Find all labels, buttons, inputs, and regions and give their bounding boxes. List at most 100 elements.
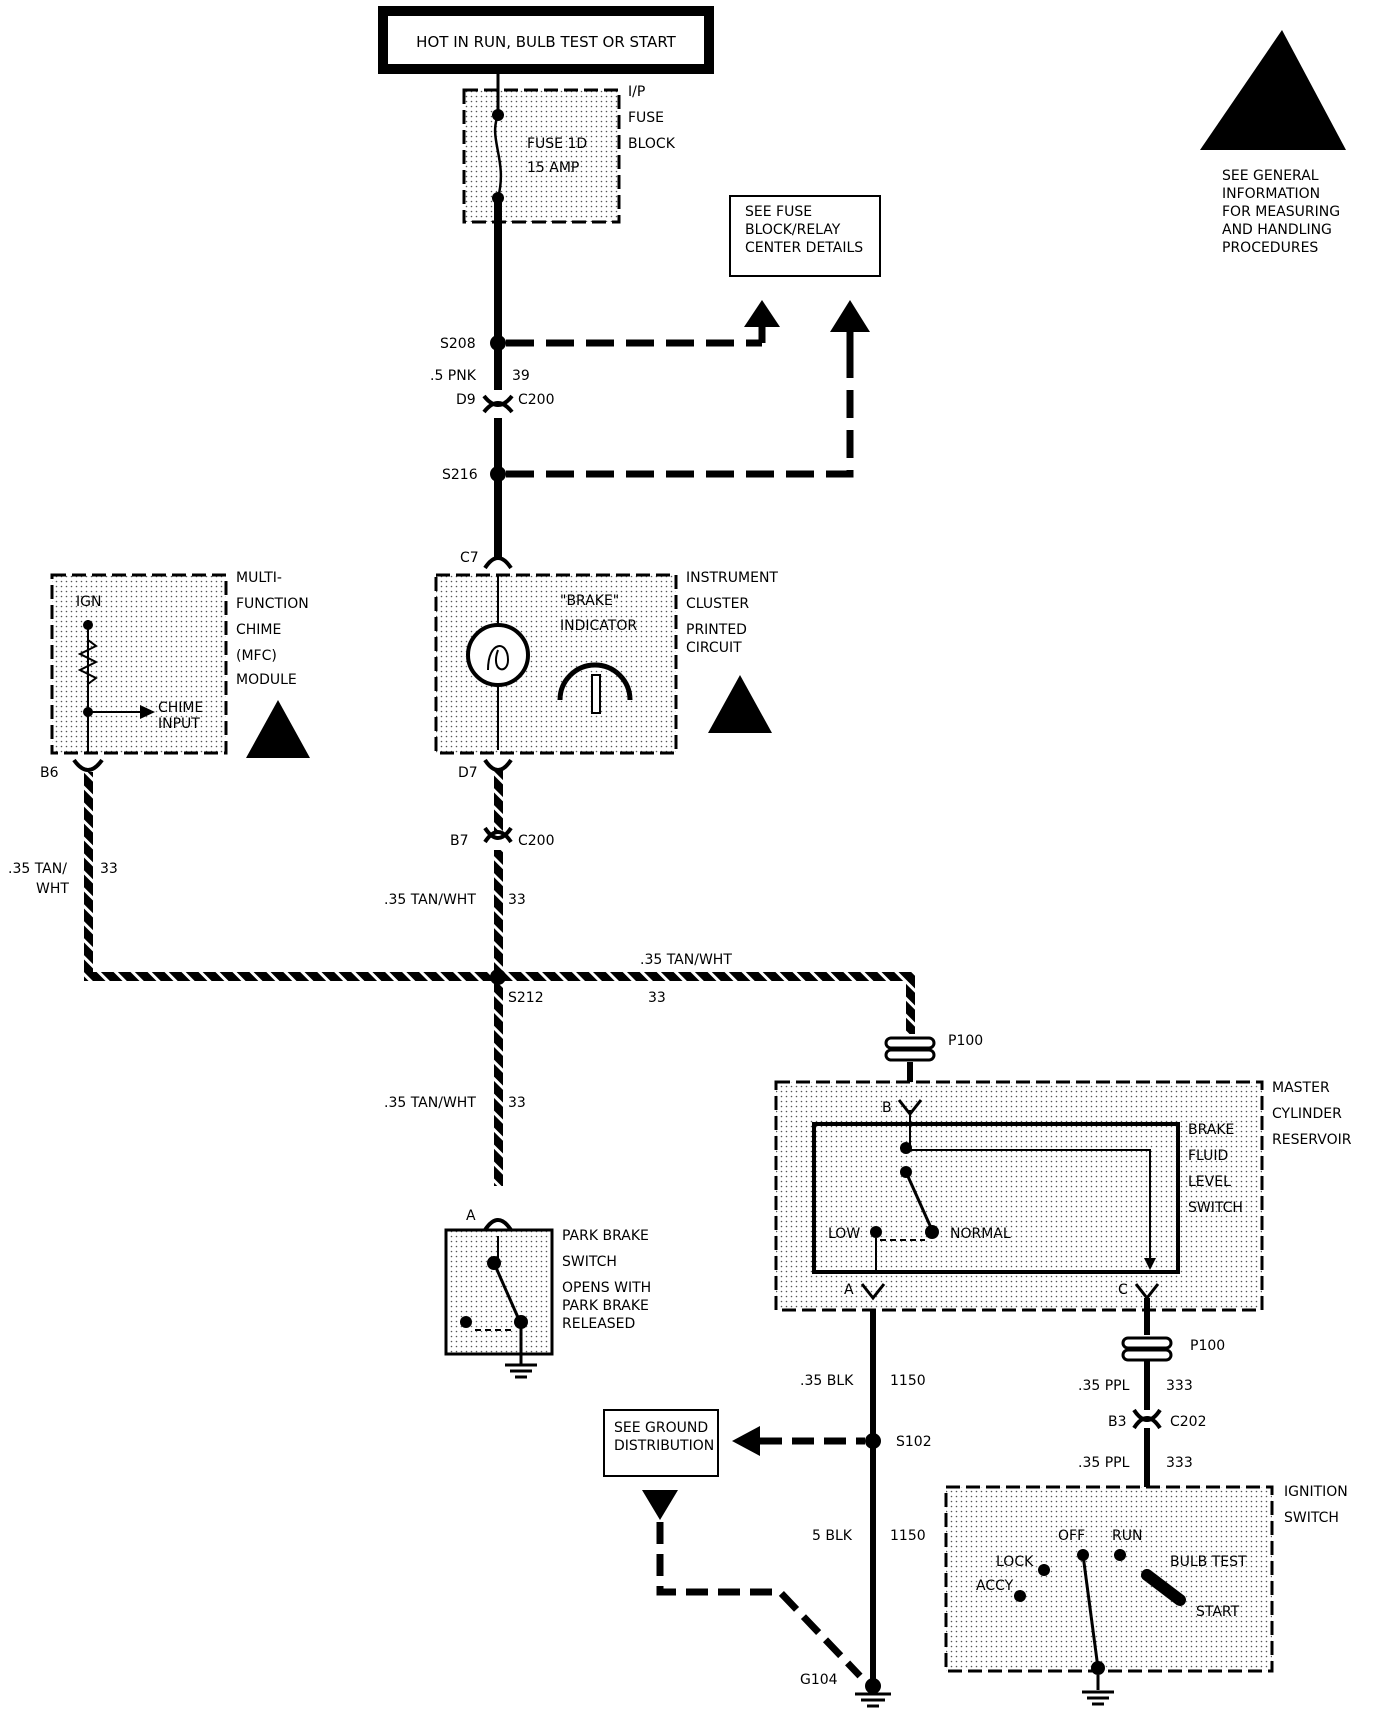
- splice-s208: [490, 335, 506, 351]
- conn-p100-bottom: [1121, 1336, 1173, 1350]
- arrow-up-icon: [744, 300, 780, 327]
- fuse-block-label-2: FUSE: [628, 110, 664, 126]
- svg-text:.35 PPL: .35 PPL: [1078, 1378, 1130, 1394]
- svg-text:(MFC): (MFC): [236, 648, 277, 664]
- svg-text:FUNCTION: FUNCTION: [236, 596, 309, 612]
- svg-text:5 BLK: 5 BLK: [812, 1528, 853, 1544]
- s216-label: S216: [442, 467, 478, 483]
- wire-tanwht-p100: [906, 972, 915, 1034]
- fuse-block: FUSE 1D 15 AMP I/P FUSE BLOCK: [462, 74, 676, 224]
- svg-text:PARK BRAKE: PARK BRAKE: [562, 1228, 649, 1244]
- svg-text:IGN: IGN: [76, 594, 101, 610]
- svg-text:RESERVOIR: RESERVOIR: [1272, 1132, 1352, 1148]
- ignition-switch: LOCK OFF RUN ACCY BULB TEST START IGNITI…: [944, 1484, 1348, 1706]
- power-label: HOT IN RUN, BULB TEST OR START: [416, 33, 676, 51]
- svg-text:CENTER DETAILS: CENTER DETAILS: [745, 240, 863, 256]
- ground-g104-label: G104: [800, 1672, 838, 1688]
- svg-text:"BRAKE": "BRAKE": [560, 593, 619, 609]
- splice-s102: [865, 1433, 881, 1449]
- svg-text:MODULE: MODULE: [236, 672, 297, 688]
- svg-text:B7: B7: [450, 833, 469, 849]
- s208-label: S208: [440, 336, 476, 352]
- esd-icon-cluster: [708, 675, 772, 733]
- svg-text:BRAKE: BRAKE: [1188, 1122, 1234, 1138]
- svg-text:RELEASED: RELEASED: [562, 1316, 635, 1332]
- fuse-rating: 15 AMP: [527, 160, 579, 176]
- svg-text:33: 33: [100, 861, 118, 877]
- svg-text:CYLINDER: CYLINDER: [1272, 1106, 1342, 1122]
- svg-text:.35 BLK: .35 BLK: [800, 1373, 854, 1389]
- svg-text:A: A: [466, 1208, 476, 1224]
- svg-text:NORMAL: NORMAL: [950, 1226, 1011, 1242]
- wire-pnk-label: .5 PNK: [430, 368, 477, 384]
- conn-c200-top: C200: [518, 392, 555, 408]
- svg-text:C: C: [1118, 1282, 1128, 1298]
- svg-text:START: START: [1196, 1604, 1240, 1620]
- svg-text:LOCK: LOCK: [996, 1554, 1034, 1570]
- svg-text:IGNITION: IGNITION: [1284, 1484, 1348, 1500]
- svg-text:BLOCK/RELAY: BLOCK/RELAY: [745, 222, 841, 238]
- svg-text:B6: B6: [40, 765, 59, 781]
- svg-text:CIRCUIT: CIRCUIT: [686, 640, 742, 656]
- svg-text:WHT: WHT: [36, 881, 69, 897]
- svg-text:.35 TAN/WHT: .35 TAN/WHT: [640, 952, 732, 968]
- svg-text:CLUSTER: CLUSTER: [686, 596, 749, 612]
- fuse-element-icon: [493, 114, 503, 199]
- svg-text:A: A: [844, 1282, 854, 1298]
- svg-text:OPENS WITH: OPENS WITH: [562, 1280, 651, 1296]
- svg-text:33: 33: [508, 892, 526, 908]
- svg-text:PRINTED: PRINTED: [686, 622, 747, 638]
- svg-text:S212: S212: [508, 990, 544, 1006]
- arrow-left-icon: [732, 1426, 760, 1456]
- svg-text:33: 33: [508, 1095, 526, 1111]
- svg-text:INDICATOR: INDICATOR: [560, 618, 637, 634]
- arrow-down-icon: [642, 1490, 678, 1520]
- svg-text:CHIME: CHIME: [158, 700, 203, 716]
- svg-text:LEVEL: LEVEL: [1188, 1174, 1231, 1190]
- park-brake-switch: PARK BRAKE SWITCH OPENS WITH PARK BRAKE …: [444, 1228, 651, 1379]
- svg-text:333: 333: [1166, 1378, 1193, 1394]
- svg-text:.35 TAN/WHT: .35 TAN/WHT: [384, 1095, 476, 1111]
- wire-tanwht-1: [494, 770, 503, 832]
- svg-text:MASTER: MASTER: [1272, 1080, 1330, 1096]
- svg-text:SWITCH: SWITCH: [1284, 1510, 1339, 1526]
- svg-text:PROCEDURES: PROCEDURES: [1222, 240, 1318, 256]
- esd-warning-icon: [1200, 30, 1346, 150]
- svg-text:LOW: LOW: [828, 1226, 860, 1242]
- ground-note: SEE GROUND DISTRIBUTION: [603, 1409, 719, 1477]
- power-source-box: HOT IN RUN, BULB TEST OR START: [378, 6, 714, 74]
- svg-text:SWITCH: SWITCH: [562, 1254, 617, 1270]
- svg-text:PARK BRAKE: PARK BRAKE: [562, 1298, 649, 1314]
- fuse-block-label-1: I/P: [628, 84, 645, 100]
- svg-text:333: 333: [1166, 1455, 1193, 1471]
- svg-text:SEE GENERAL: SEE GENERAL: [1222, 168, 1319, 184]
- conn-d9: D9: [456, 392, 476, 408]
- svg-text:P100: P100: [1190, 1338, 1225, 1354]
- wire-tanwht-2: [494, 850, 503, 1186]
- splice-s212: [490, 969, 506, 985]
- svg-text:AND HANDLING: AND HANDLING: [1222, 222, 1332, 238]
- svg-text:FLUID: FLUID: [1188, 1148, 1228, 1164]
- svg-text:INPUT: INPUT: [158, 716, 200, 732]
- svg-text:BULB TEST: BULB TEST: [1170, 1554, 1247, 1570]
- svg-text:1150: 1150: [890, 1373, 926, 1389]
- svg-text:SEE GROUND: SEE GROUND: [614, 1420, 708, 1436]
- svg-text:D7: D7: [458, 765, 478, 781]
- svg-text:ACCY: ACCY: [976, 1578, 1014, 1594]
- conn-p100-top: [884, 1036, 936, 1050]
- svg-text:B3: B3: [1108, 1414, 1127, 1430]
- mfc-module: IGN CHIME INPUT MULTI- FUNCTION CHIME (M…: [50, 570, 309, 755]
- master-cylinder-reservoir: B LOW NORMAL BRAKE FLUID LEVEL SWITCH MA…: [774, 1080, 1352, 1312]
- svg-text:33: 33: [648, 990, 666, 1006]
- instrument-cluster: "BRAKE" INDICATOR INSTRUMENT CLUSTER PRI…: [434, 570, 778, 755]
- svg-text:C200: C200: [518, 833, 555, 849]
- svg-text:OFF: OFF: [1058, 1528, 1085, 1544]
- svg-text:1150: 1150: [890, 1528, 926, 1544]
- svg-text:INFORMATION: INFORMATION: [1222, 186, 1320, 202]
- dashed-ground: [656, 1522, 863, 1679]
- fuse-block-label-3: BLOCK: [628, 136, 676, 152]
- svg-text:C202: C202: [1170, 1414, 1207, 1430]
- wire-tanwht-mfc: [84, 772, 93, 980]
- resistor-icon: [77, 639, 99, 685]
- svg-text:CHIME: CHIME: [236, 622, 281, 638]
